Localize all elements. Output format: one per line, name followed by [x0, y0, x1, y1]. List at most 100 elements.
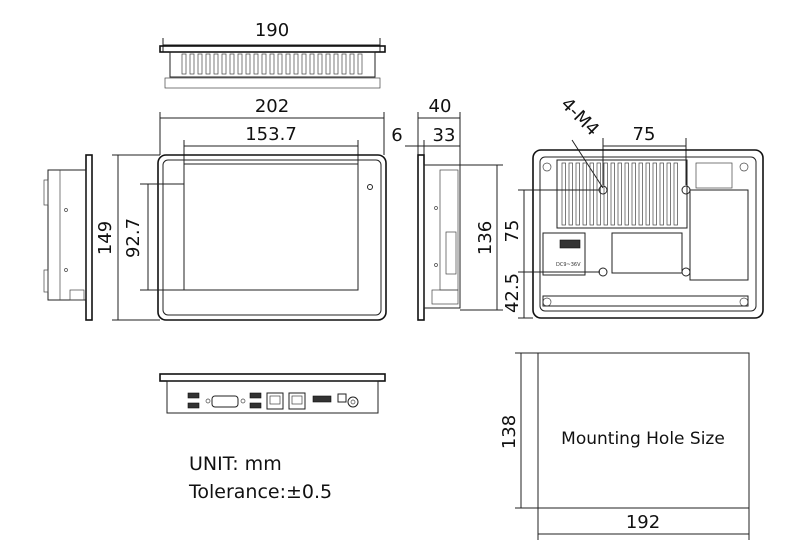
- serial-port: [211, 395, 239, 408]
- tolerance-note: Tolerance:±0.5: [188, 481, 332, 503]
- heatsink-fin: [205, 53, 211, 75]
- usb-port: [187, 402, 200, 409]
- heatsink-fin: [659, 162, 664, 226]
- cutout-height-label: 138: [499, 415, 520, 449]
- cutout-label: Mounting Hole Size: [561, 429, 725, 449]
- side-height-label: 136: [475, 221, 496, 255]
- top-bezel: [159, 45, 386, 53]
- heatsink-fin: [309, 53, 315, 75]
- rear-cover-plate: [611, 232, 683, 274]
- heatsink-fin: [666, 162, 671, 226]
- left-side-view: [43, 154, 93, 321]
- heatsink-fin: [253, 53, 259, 75]
- vesa-hole: [598, 267, 608, 277]
- cutout-width-label: 192: [626, 512, 660, 533]
- front-inner-height-label: 92.7: [123, 218, 144, 258]
- usb-port: [249, 392, 262, 399]
- rear-hole-h-label: 75: [633, 124, 656, 145]
- corner-screw: [542, 162, 552, 172]
- heatsink-fin: [568, 162, 573, 226]
- rear-view: 4-M4 75 DC9~36V 75: [502, 94, 764, 319]
- heatsink-fin: [673, 162, 678, 226]
- rear-port-strip: [542, 295, 749, 307]
- bottom-bezel: [159, 373, 386, 382]
- heatsink-fin: [317, 53, 323, 75]
- vesa-hole: [681, 267, 691, 277]
- heatsink-fin: [589, 162, 594, 226]
- top-base: [164, 77, 381, 89]
- bottom-view: [159, 373, 386, 414]
- rear-outer-frame: [532, 149, 764, 319]
- front-screen: [183, 163, 359, 291]
- heatsink-fin: [596, 162, 601, 226]
- heatsink-fin: [269, 53, 275, 75]
- heatsink-fin: [189, 53, 195, 75]
- top-view: 190: [159, 20, 386, 89]
- heatsink-fin: [333, 53, 339, 75]
- lan-port: [266, 392, 284, 410]
- heatsink-fin: [561, 162, 566, 226]
- side-depth-body-label: 33: [433, 125, 456, 146]
- heatsink-fin: [277, 53, 283, 75]
- front-outer-width-label: 202: [255, 96, 289, 117]
- left-side-body: [47, 169, 87, 301]
- heatsink-fin: [575, 162, 580, 226]
- heatsink-fin: [610, 162, 615, 226]
- rear-hole-offset-label: 42.5: [502, 273, 523, 313]
- heatsink-fin: [301, 53, 307, 75]
- heatsink-fin: [582, 162, 587, 226]
- screw-spec-label: 4-M4: [556, 94, 603, 141]
- heatsink-fin: [293, 53, 299, 75]
- panel-cutout: Mounting Hole Size 138 192: [499, 352, 750, 540]
- heatsink-fin: [357, 53, 363, 75]
- rear-heatsink-fins: [561, 162, 678, 226]
- corner-screw: [739, 162, 749, 172]
- lan-port: [288, 392, 306, 410]
- heatsink-fin: [638, 162, 643, 226]
- heatsink-fin: [181, 53, 187, 75]
- heatsink-fin: [349, 53, 355, 75]
- rear-heatsink: [556, 159, 688, 229]
- rear-side-panel: [689, 189, 749, 281]
- right-side-bezel: [417, 154, 425, 321]
- dc-power-jack: [347, 396, 359, 408]
- front-outer-height-label: 149: [95, 221, 116, 255]
- usb-port: [249, 402, 262, 409]
- vesa-hole: [681, 185, 691, 195]
- top-heatsink-fins: [181, 53, 363, 75]
- front-view: 202 153.7 149 92.7: [95, 96, 387, 321]
- usb-port: [187, 392, 200, 399]
- heatsink-fin: [261, 53, 267, 75]
- unit-note: UNIT: mm: [189, 453, 282, 475]
- front-inner-width-label: 153.7: [245, 124, 297, 145]
- heatsink-fin: [285, 53, 291, 75]
- heatsink-fin: [617, 162, 622, 226]
- screw-leader-line: [571, 139, 604, 189]
- heatsink-fin: [624, 162, 629, 226]
- corner-screw: [739, 297, 749, 307]
- right-side-body: [423, 164, 461, 309]
- top-body: [169, 51, 376, 78]
- hdmi-port: [312, 395, 332, 403]
- heatsink-fin: [213, 53, 219, 75]
- heatsink-fin: [652, 162, 657, 226]
- heatsink-fin: [229, 53, 235, 75]
- heatsink-fin: [245, 53, 251, 75]
- heatsink-fin: [237, 53, 243, 75]
- connector-voltage-label: DC9~36V: [556, 262, 581, 268]
- bottom-body: [166, 380, 379, 414]
- heatsink-fin: [645, 162, 650, 226]
- heatsink-fin: [325, 53, 331, 75]
- cutout-rectangle: [537, 352, 750, 509]
- front-bezel: [157, 154, 387, 321]
- heatsink-fin: [197, 53, 203, 75]
- rear-hole-v-label: 75: [502, 220, 523, 243]
- front-led-indicator: [367, 184, 373, 190]
- side-gap-label: 6: [391, 125, 402, 146]
- left-side-bezel: [85, 154, 93, 321]
- corner-screw: [542, 297, 552, 307]
- audio-jack: [337, 393, 347, 403]
- right-side-view: 40 6 33 136: [391, 96, 503, 321]
- side-depth-total-label: 40: [429, 96, 452, 117]
